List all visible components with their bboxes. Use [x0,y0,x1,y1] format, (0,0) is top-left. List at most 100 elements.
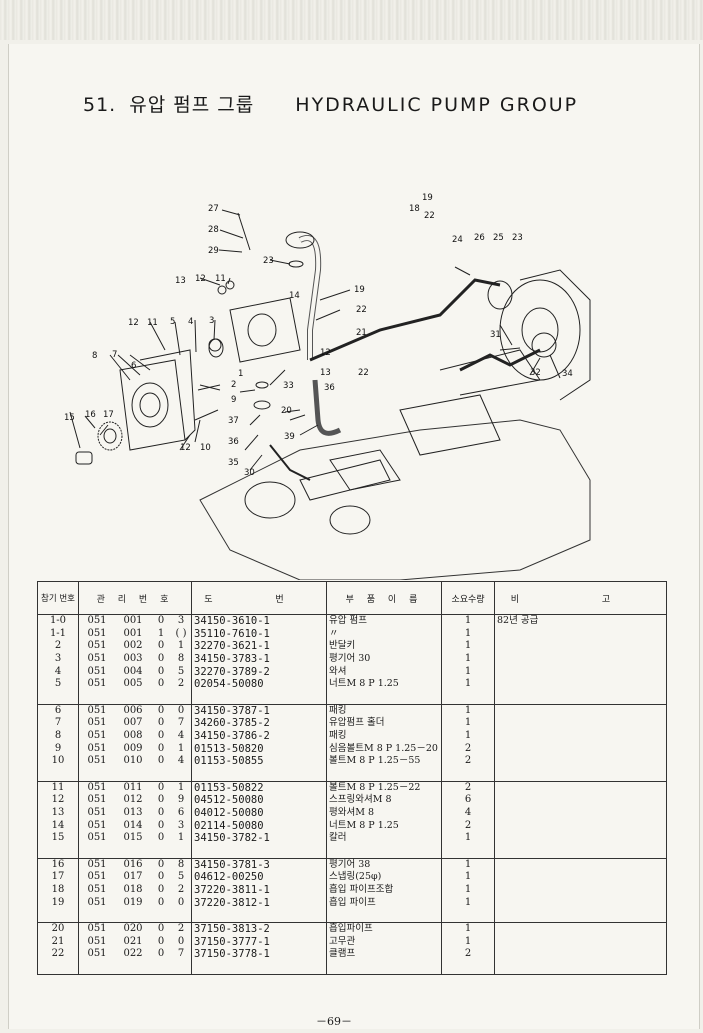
cell-cat: 051 [78,677,115,691]
cell-d1: 0 [157,678,165,690]
header-qty: 소요수량 [441,581,495,615]
cell-idx: 009 [123,742,143,754]
cell-qty: 1 [441,677,495,691]
spacer-cell [494,960,667,975]
cell-no: 1-1 [37,627,79,641]
cell-cat: 051 [78,652,115,666]
cell-pn: 32270-3621-1 [191,640,327,653]
callout-6: 6 [131,361,136,371]
cell-cat: 051 [78,883,115,897]
cell-pn: 01153-50855 [191,754,327,768]
cell-d2: 8 [171,857,192,872]
cell-cat: 051 [78,613,115,628]
spacer-cell [37,690,79,705]
cell-remark [494,794,667,807]
callout-13: 13 [175,276,186,286]
cell-qty: 4 [441,806,495,820]
cell-d2: 1 [171,742,192,755]
spacer-cell [191,690,327,705]
cell-name: 클램프 [326,948,442,961]
cell-remark [494,742,667,755]
spacer-cell [151,691,171,705]
cell-no: 4 [37,665,79,678]
cell-remark [494,729,667,743]
cell-cat: 051 [78,640,115,653]
cell-qty: 2 [441,780,495,795]
cell-d2: 7 [171,717,192,730]
cell-pn: 35110-7610-1 [191,627,327,641]
cell-d1: 0 [151,703,171,718]
cell-name: 패킹 [326,703,442,718]
cell-name: 칼러 [326,831,442,845]
cell-idx: 001 [115,613,151,628]
callout-30: 30 [244,468,255,478]
cell-cat: 051 [78,627,115,641]
spacer-cell [441,908,495,923]
callout-17: 17 [103,410,114,420]
cell-no: 12 [37,794,79,807]
spacer-cell [151,768,171,782]
cell-cat: 051 [78,742,115,755]
cell-remark [494,948,667,961]
cell-pn: 37150-3813-2 [191,921,327,936]
cell-pn: 34150-3787-1 [191,703,327,718]
callout-7: 7 [112,350,117,360]
cell-idx: 008 [123,730,143,742]
cell-idx: 010 [123,755,143,767]
spacer-cell [326,960,442,975]
callout-10: 10 [200,443,211,453]
spacer-cell [326,844,442,858]
cell-cat: 051 [78,703,115,718]
cell-no: 9 [37,742,79,755]
cell-remark [494,780,667,795]
spacer-cell [37,844,79,858]
spacer-cell [191,844,327,858]
gear-38 [97,421,123,451]
header-remarks: 비 고 [494,581,667,615]
cell-qty: 1 [441,883,495,897]
callout-23b: 23 [512,233,523,243]
cell-idx: 011 [115,780,151,795]
spacer-cell [326,908,442,923]
cell-pn: 34150-3783-1 [191,652,327,666]
cell-name: 흡입파이프 [326,921,442,936]
cell-d1: 0 [157,755,165,767]
cell-cat: 051 [78,935,115,949]
cell-d1: 0 [157,665,165,677]
callout-35: 35 [228,458,239,468]
cell-pn: 37220-3812-1 [191,896,327,909]
cell-qty: 2 [441,754,495,768]
cell-d2: 6 [171,806,192,820]
cell-idx: 005 [123,678,143,690]
cell-remark [494,652,667,666]
callout-2: 2 [231,380,236,390]
cell-no: 11 [37,780,79,795]
engine-block [199,419,591,580]
spacer-cell [326,690,442,705]
hydraulic-pump [229,297,301,363]
cell-name: 볼트M 8 P 1.25－55 [326,754,442,768]
callout-3: 3 [209,316,214,326]
group-spacer-row [37,690,667,705]
spacer-cell [494,767,667,782]
cell-remark [494,871,667,884]
callout-11b: 11 [147,318,158,328]
spacer-cell [115,909,151,923]
cell-cat: 051 [78,780,115,795]
group-spacer-row [37,960,667,975]
cell-name: 너트M 8 P 1.25 [326,819,442,832]
spacer-cell [326,767,442,782]
cell-pn: 34150-3781-3 [191,857,327,872]
cell-d1: 0 [157,948,165,960]
cell-no: 5 [37,677,79,691]
cell-qty: 1 [441,729,495,743]
cell-qty: 6 [441,794,495,807]
header-control-no: 관 리 번 호 [78,581,192,615]
cell-d2: 2 [171,677,192,691]
cell-no: 2 [37,640,79,653]
